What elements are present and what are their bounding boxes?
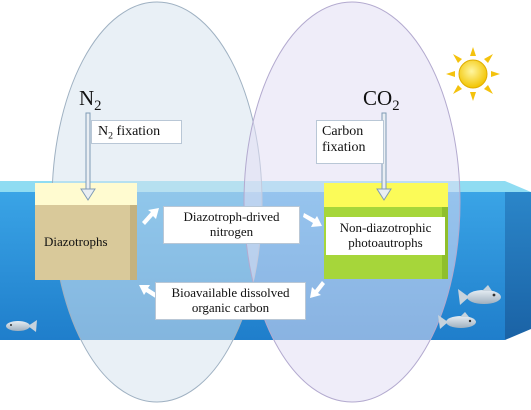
n2-fixation-main: N — [98, 124, 109, 139]
n2-label-main: N — [79, 86, 95, 110]
non-diazotrophic-line-2: photoautrophs — [348, 235, 423, 250]
co2-label-main: CO — [363, 86, 393, 110]
bioavailable-carbon-box: Bioavailable dissolved organic carbon — [155, 282, 306, 320]
bioavailable-carbon-line-2: organic carbon — [191, 300, 270, 315]
n2-label-sub: 2 — [94, 98, 102, 115]
fish-icon — [6, 320, 37, 332]
carbon-fixation-line-1: Carbon — [322, 124, 364, 139]
diazotroph-nitrogen-box: Diazotroph-drived nitrogen — [163, 206, 300, 244]
ocean-side — [505, 192, 531, 340]
non-diazotrophic-line-1: Non-diazotrophic — [339, 220, 432, 236]
n2-fixation-sub: 2 — [108, 130, 114, 142]
photoautotroph-block-shade — [442, 207, 448, 279]
flow-arrow-carbon-to-diazotroph — [139, 285, 159, 299]
n2-label: N2 — [79, 86, 102, 113]
diazotroph-nitrogen-line-1: Diazotroph-drived — [183, 209, 280, 225]
diazotroph-block-shade — [130, 205, 137, 280]
n2-fixation-box: N2 fixation — [91, 120, 182, 144]
diazotroph-block-front — [35, 205, 137, 280]
co2-label: CO2 — [363, 86, 400, 113]
fish-icon — [438, 312, 476, 329]
n2-fixation-rest: fixation — [113, 124, 161, 139]
flow-arrow-photoautotroph-to-carbon — [310, 281, 325, 298]
co2-label-sub: 2 — [392, 98, 400, 115]
diazotroph-nitrogen-line-2: nitrogen — [209, 224, 254, 239]
carbon-fixation-arrow — [376, 112, 392, 201]
fish-icon — [458, 285, 501, 305]
diazotrophs-label: Diazotrophs — [44, 234, 108, 249]
flow-arrow-nitrogen-to-photoautotroph — [303, 213, 322, 227]
carbon-fixation-box: Carbon fixation — [316, 120, 384, 164]
bioavailable-carbon-line-1: Bioavailable dissolved — [171, 285, 290, 301]
flow-arrow-diazotroph-to-nitrogen — [142, 208, 159, 225]
non-diazotrophic-box: Non-diazotrophic photoautrophs — [326, 217, 445, 255]
carbon-fixation-line-2: fixation — [322, 140, 366, 156]
n2-fixation-arrow — [80, 112, 96, 201]
sun-icon — [446, 47, 500, 101]
